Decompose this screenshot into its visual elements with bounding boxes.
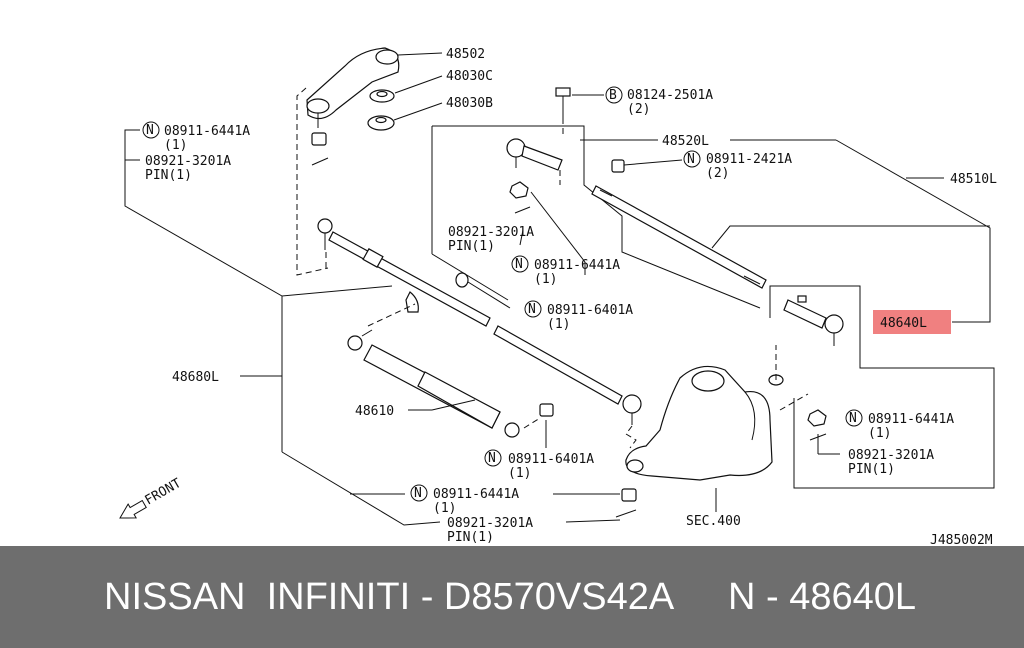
- bolt-prefix: B: [609, 88, 617, 103]
- label-48030B: 48030B: [446, 96, 493, 111]
- label-nut-2421-qty: (2): [706, 166, 729, 181]
- label-48510L: 48510L: [950, 172, 997, 187]
- label-nut-6401-a: 08911-6401A: [547, 303, 633, 318]
- label-48680L: 48680L: [172, 370, 219, 385]
- label-bolt-qty: (2): [627, 102, 650, 117]
- nut-6401-top: [455, 272, 469, 288]
- front-arrow-icon: [119, 499, 147, 519]
- nut-prefix-circle-icon: [484, 449, 502, 467]
- nut-prefix: N: [528, 302, 536, 317]
- adjuster-rod: [591, 185, 767, 289]
- banner-brand-text: NISSAN INFINITI - D8570VS42A: [104, 576, 675, 618]
- label-pin-D: 08921-3201A: [447, 516, 533, 531]
- label-nut-D: 08911-6441A: [433, 487, 519, 502]
- nut-prefix: N: [515, 257, 523, 272]
- label-nut-6401-b-qty: (1): [508, 466, 531, 481]
- label-nut-C: 08911-6441A: [868, 412, 954, 427]
- nut-prefix-circle-icon: [511, 255, 529, 273]
- label-48520L: 48520L: [662, 134, 709, 149]
- label-pin-A: 08921-3201A: [145, 154, 231, 169]
- tie-rod-outer: [493, 325, 642, 425]
- nut-6401-lower: [539, 403, 554, 417]
- washer-48030C: [369, 89, 395, 103]
- relay-rod: [317, 218, 491, 327]
- label-pin-C-text: PIN(1): [848, 462, 895, 477]
- nut-prefix: N: [687, 152, 695, 167]
- caption-banner: NISSAN INFINITI - D8570VS42A N - 48640L: [0, 546, 1024, 648]
- pitman-arm-48502: [306, 47, 400, 128]
- label-pin-B-text: PIN(1): [448, 239, 495, 254]
- drawing-reference: J485002M: [930, 533, 993, 546]
- tie-rod-end-48520L: [506, 138, 563, 214]
- nut-6441-right: [807, 409, 827, 441]
- bolt-prefix-circle-icon: [605, 86, 623, 104]
- steering-damper-48610: [347, 329, 520, 438]
- label-48030C: 48030C: [446, 69, 493, 84]
- nut-prefix-circle-icon: [845, 409, 863, 427]
- label-front: FRONT: [143, 476, 185, 509]
- label-pin-D-text: PIN(1): [447, 530, 494, 545]
- nut-prefix-circle-icon: [410, 484, 428, 502]
- pitman-small-nut: [311, 132, 329, 166]
- label-nut-6401-a-qty: (1): [547, 317, 570, 332]
- nut-prefix: N: [488, 451, 496, 466]
- nut-6441-bottom: [621, 488, 637, 502]
- banner-part-number: N - 48640L: [728, 576, 917, 618]
- label-48610: 48610: [355, 404, 394, 419]
- label-pin-C: 08921-3201A: [848, 448, 934, 463]
- label-bolt-08124: 08124-2501A: [627, 88, 713, 103]
- label-48640L: 48640L: [880, 316, 927, 331]
- nut-prefix: N: [849, 411, 857, 426]
- diagram-svg: 48502 48030C 48030B B 08124-2501A (2) 48…: [119, 47, 997, 548]
- nut-2421: [611, 159, 625, 173]
- bolt-08124: [555, 87, 571, 118]
- nut-prefix-circle-icon: [524, 300, 542, 318]
- nut-prefix: N: [146, 123, 154, 138]
- part-highlight: [873, 310, 951, 334]
- steering-knuckle: [625, 365, 784, 481]
- nut-48030B: [367, 115, 395, 131]
- label-nut-D-qty: (1): [433, 501, 456, 516]
- label-nut-2421: 08911-2421A: [706, 152, 792, 167]
- label-pin-A-text: PIN(1): [145, 168, 192, 183]
- label-nut-B-qty: (1): [534, 272, 557, 287]
- label-nut-6401-b: 08911-6401A: [508, 452, 594, 467]
- nut-prefix: N: [414, 486, 422, 501]
- label-nut-A-qty: (1): [164, 138, 187, 153]
- nut-prefix-circle-icon: [683, 150, 701, 168]
- nut-prefix-circle-icon: [142, 121, 160, 139]
- label-nut-B: 08911-6441A: [534, 258, 620, 273]
- label-pin-B: 08921-3201A: [448, 225, 534, 240]
- label-nut-C-qty: (1): [868, 426, 891, 441]
- label-sec-400: SEC.400: [686, 514, 741, 529]
- label-48502: 48502: [446, 47, 485, 62]
- tie-rod-end-48640L: [783, 295, 844, 346]
- label-nut-A: 08911-6441A: [164, 124, 250, 139]
